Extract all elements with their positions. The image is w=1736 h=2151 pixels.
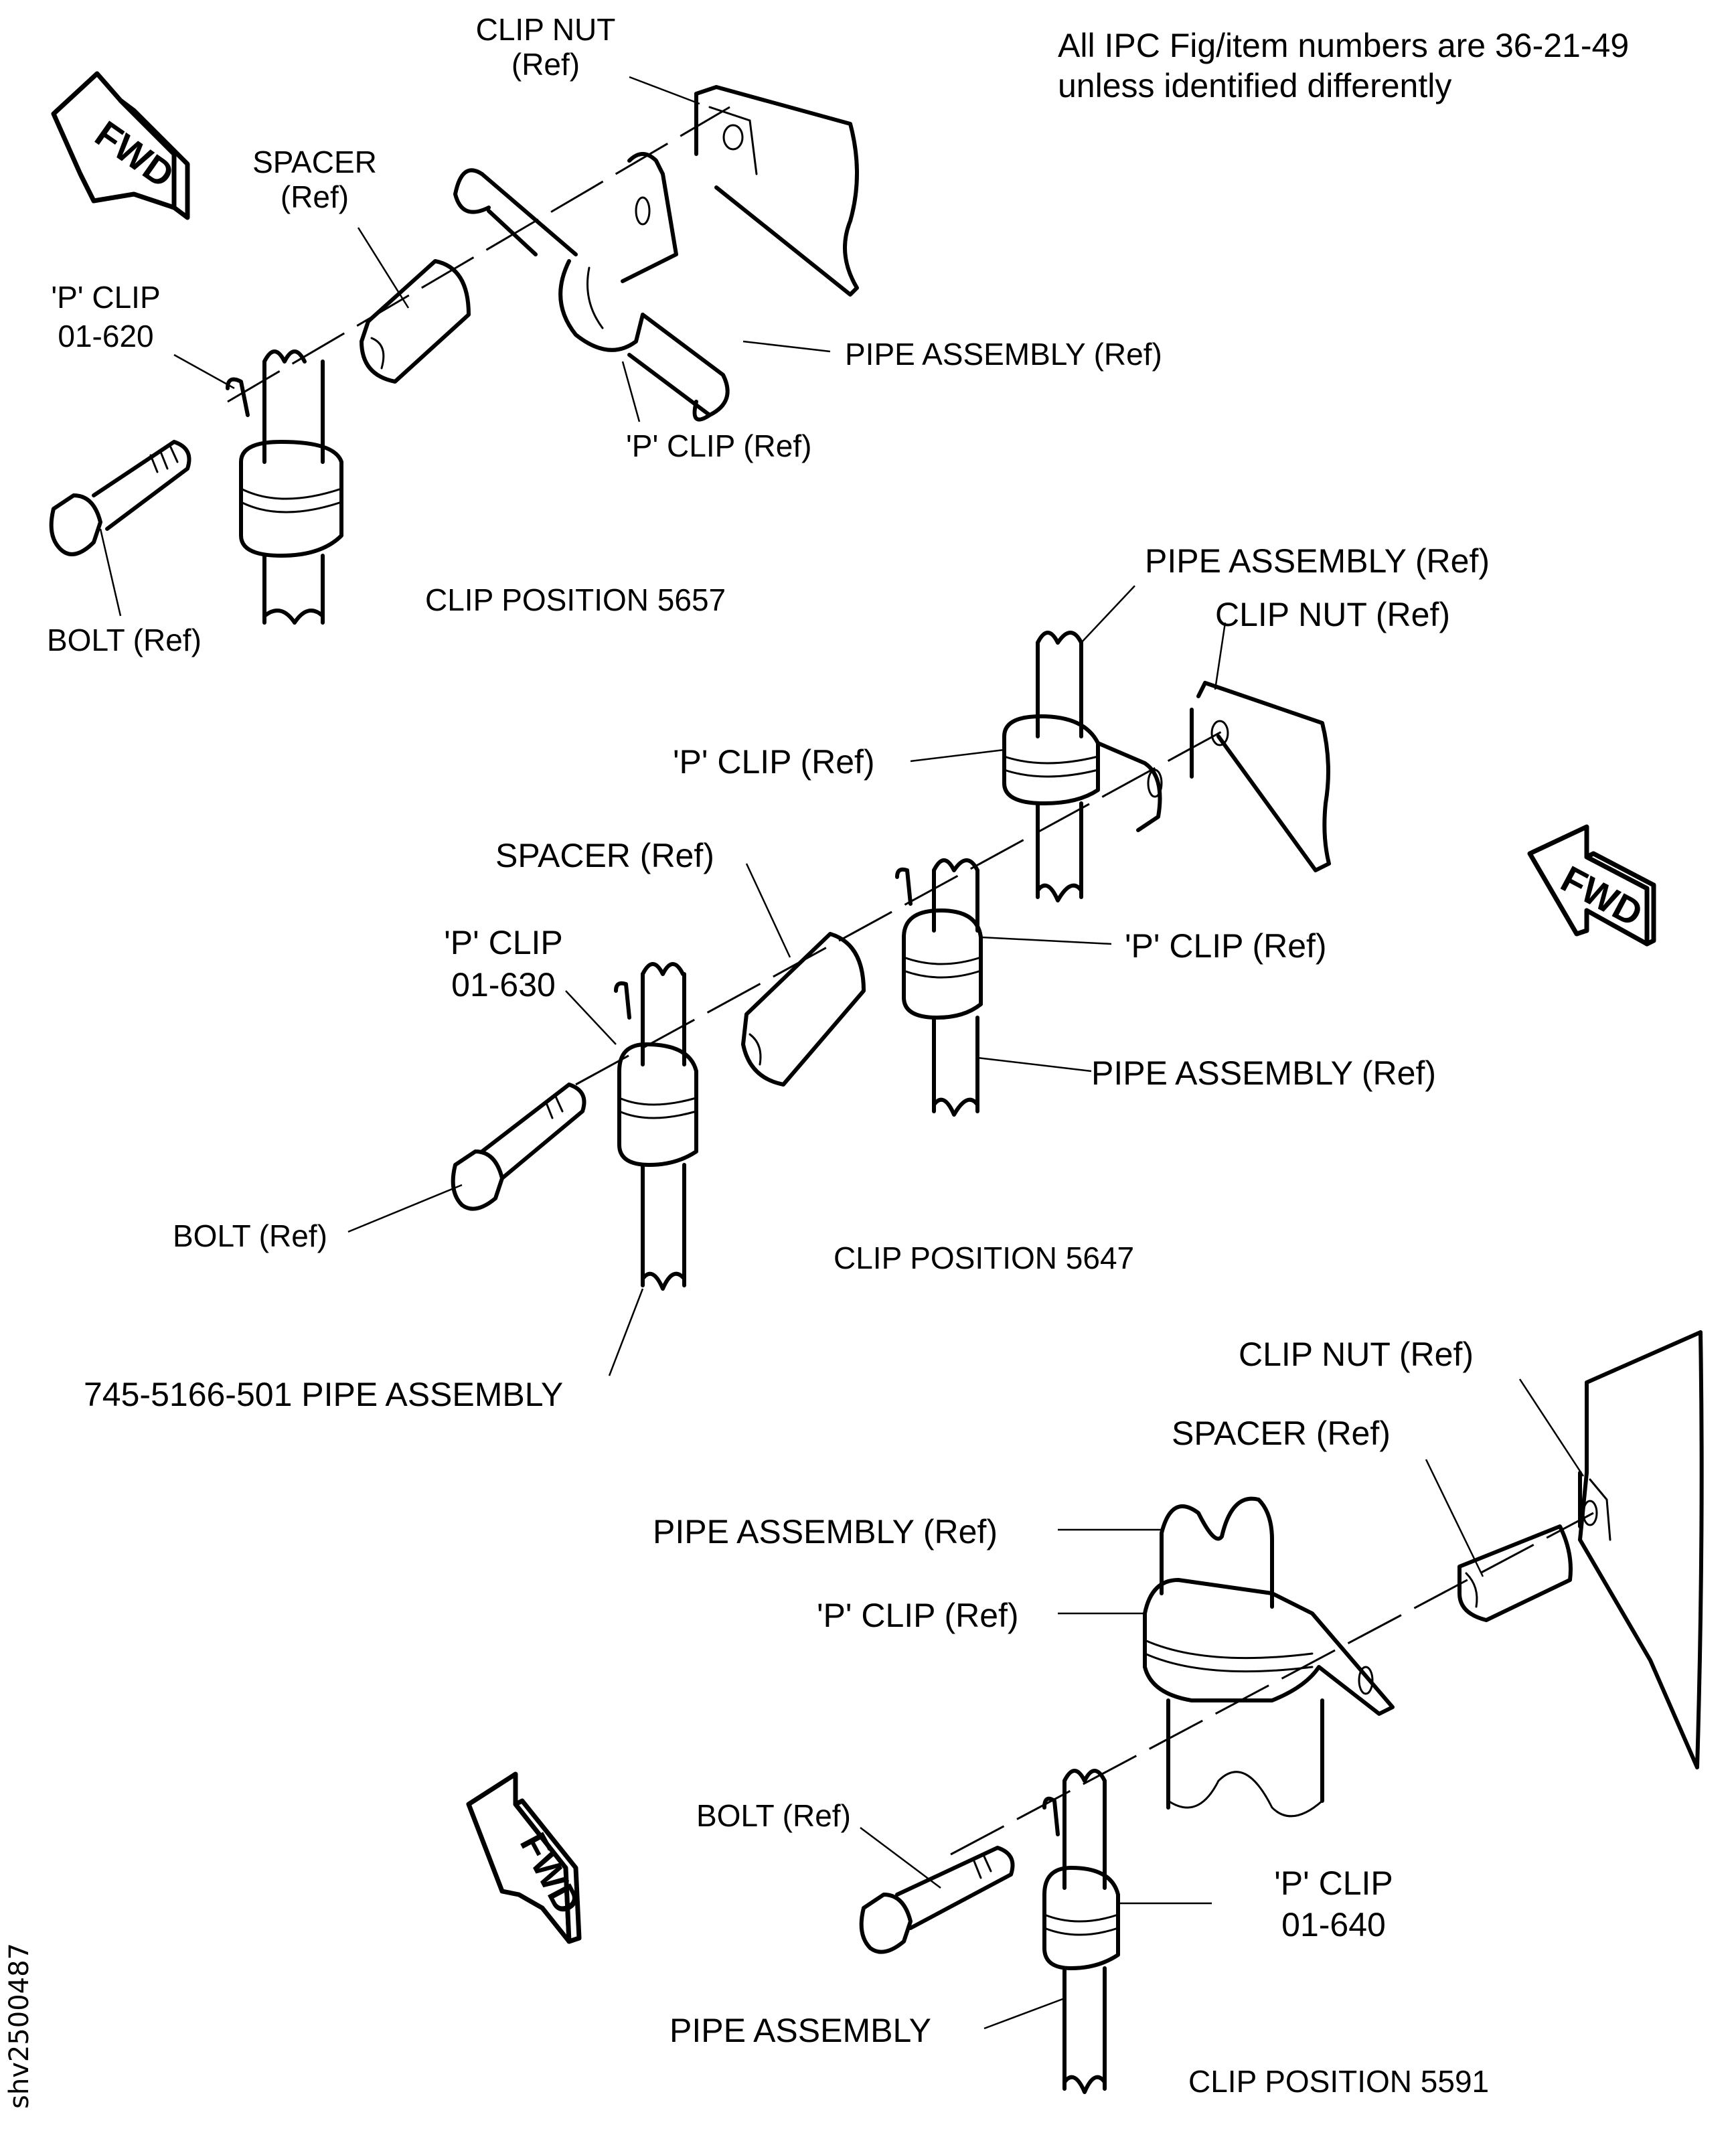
label-p-clip-ref: 'P' CLIP (Ref)	[626, 428, 811, 463]
view-clip-position-5647: FWD	[84, 542, 1656, 1413]
view-clip-position-5591: FWD	[466, 1330, 1704, 2099]
label-clip-nut: CLIP NUT (Ref)	[1239, 1336, 1474, 1373]
label-bolt: BOLT (Ref)	[696, 1798, 851, 1833]
leader-clip-nut	[629, 76, 700, 105]
pipe-vertical-small	[1042, 1769, 1120, 2094]
clip-position-label: CLIP POSITION 5657	[425, 582, 726, 617]
note-line-2: unless identified differently	[1058, 67, 1451, 104]
label-pipe-assembly-top: PIPE ASSEMBLY (Ref)	[1145, 542, 1490, 580]
label-clip-nut: CLIP NUT	[476, 12, 616, 47]
pipe-vertical-lower	[226, 349, 343, 625]
bracket-plate	[1190, 681, 1331, 872]
fwd-arrow-icon: FWD	[466, 1771, 589, 1944]
pipe-vertical-middle	[895, 858, 983, 1117]
clip-position-label: CLIP POSITION 5647	[834, 1241, 1134, 1275]
label-p-clip: 'P' CLIP	[51, 280, 160, 315]
view-clip-position-5657: FWD	[47, 12, 1162, 657]
fwd-arrow-icon: FWD	[51, 71, 190, 220]
spacer	[360, 259, 471, 384]
label-pipe-assembly: PIPE ASSEMBLY	[669, 2012, 931, 2049]
leader-clip-nut	[1518, 1378, 1585, 1477]
leader-pipe-assembly-part	[608, 1288, 644, 1376]
figure-id: shv2500487	[4, 1943, 35, 2109]
label-p-clip-upper: 'P' CLIP (Ref)	[673, 743, 875, 781]
label-bolt: BOLT (Ref)	[47, 623, 202, 657]
label-clip-nut: CLIP NUT (Ref)	[1215, 596, 1450, 633]
bolt	[49, 440, 191, 556]
leader-p-clip-upper	[910, 748, 1005, 763]
leader-spacer	[745, 863, 791, 958]
bolt	[859, 1846, 1015, 1954]
bolt	[451, 1083, 586, 1211]
label-p-clip-number: 01-640	[1281, 1906, 1386, 1943]
centerline	[227, 106, 730, 403]
label-pipe-assembly-part: 745-5166-501 PIPE ASSEMBLY	[84, 1376, 563, 1413]
label-pipe-assembly-ref: PIPE ASSEMBLY (Ref)	[1091, 1054, 1436, 1092]
pipe-large	[1143, 1496, 1395, 1818]
leader-pipe-assembly-ref	[977, 1056, 1092, 1072]
label-spacer: SPACER (Ref)	[1172, 1415, 1391, 1452]
pipe-vertical-upper	[1002, 631, 1163, 902]
leader-pipe-assembly-top	[1081, 585, 1135, 643]
leader-bolt	[860, 1827, 941, 1889]
leader-p-clip-620	[173, 353, 235, 390]
fwd-arrow-icon: FWD	[1527, 824, 1656, 947]
label-p-clip-ref: 'P' CLIP (Ref)	[817, 1597, 1019, 1634]
label-p-clip: 'P' CLIP	[444, 924, 563, 961]
label-spacer: SPACER (Ref)	[495, 837, 714, 874]
leader-bolt	[347, 1184, 463, 1233]
pipe-horizontal	[453, 168, 730, 422]
ipc-note: All IPC Fig/item numbers are 36-21-49 un…	[1058, 27, 1629, 104]
label-p-clip-number: 01-620	[58, 319, 153, 353]
label-spacer-ref: (Ref)	[281, 179, 349, 214]
centerline	[950, 1512, 1594, 1856]
label-p-clip-ref: 'P' CLIP (Ref)	[1125, 927, 1327, 965]
label-pipe-assembly: PIPE ASSEMBLY (Ref)	[845, 337, 1162, 372]
label-p-clip: 'P' CLIP	[1274, 1864, 1393, 1902]
leader-spacer	[1425, 1459, 1484, 1577]
pipe-vertical-lower	[614, 962, 698, 1291]
p-clip-upper	[558, 152, 678, 352]
spacer	[741, 932, 866, 1087]
leader-spacer	[357, 227, 410, 309]
label-pipe-assembly-ref: PIPE ASSEMBLY (Ref)	[653, 1513, 998, 1550]
centerline	[575, 728, 1226, 1086]
note-line-1: All IPC Fig/item numbers are 36-21-49	[1058, 27, 1629, 64]
bracket-plate	[694, 85, 859, 297]
leader-pipe-assembly	[983, 1997, 1065, 2030]
leader-p-clip-ref	[980, 936, 1112, 945]
label-spacer: SPACER	[252, 145, 377, 179]
label-clip-nut-ref: (Ref)	[511, 47, 580, 82]
bracket-plate	[1578, 1330, 1704, 1769]
leader-p-clip-ref	[621, 361, 641, 422]
leader-clip-nut	[1214, 622, 1227, 690]
leader-bolt	[99, 528, 122, 617]
leader-pipe-assembly	[742, 340, 831, 353]
spacer	[1457, 1524, 1573, 1622]
clip-position-label: CLIP POSITION 5591	[1188, 2064, 1489, 2099]
label-p-clip-number: 01-630	[451, 966, 556, 1004]
leader-p-clip-630	[565, 990, 617, 1045]
label-bolt: BOLT (Ref)	[173, 1218, 327, 1253]
